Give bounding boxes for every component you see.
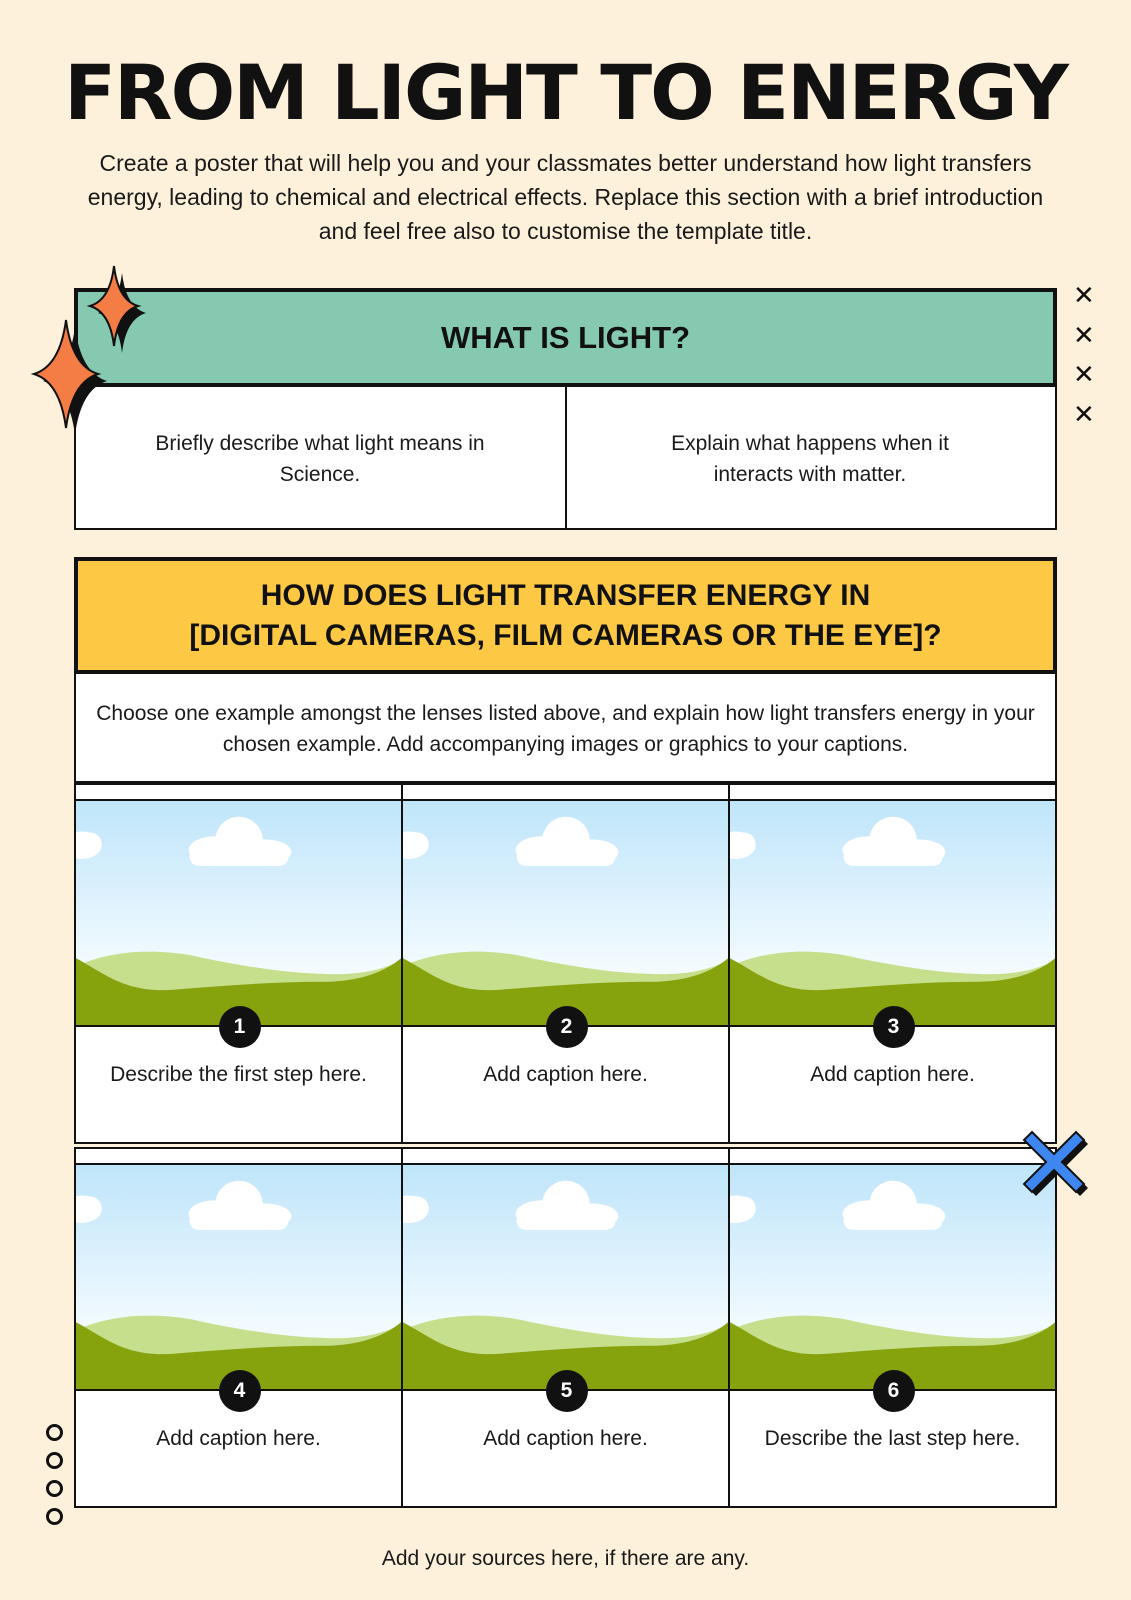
blue-x-icon [1022, 1130, 1088, 1196]
circle-icon [46, 1452, 63, 1469]
step-number-badge: 2 [545, 1006, 588, 1048]
image-placeholder[interactable] [730, 799, 1055, 1027]
x-mark-icon: ✕ [1073, 321, 1095, 351]
image-placeholder[interactable] [403, 1163, 728, 1391]
x-mark-icon: ✕ [1073, 400, 1095, 430]
what-is-light-left-text: Briefly describe what light means in Sci… [155, 431, 485, 486]
image-placeholder[interactable] [76, 799, 401, 1027]
page-title: FROM LIGHT TO ENERGY [64, 48, 1069, 137]
step-number-badge: 5 [545, 1370, 588, 1412]
step-number-badge: 4 [218, 1370, 261, 1412]
step-number-badge: 6 [872, 1370, 915, 1412]
circle-icon [46, 1508, 63, 1525]
step-caption: Add caption here. [483, 1063, 648, 1086]
step-caption: Add caption here. [483, 1427, 648, 1450]
image-placeholder[interactable] [76, 1163, 401, 1391]
image-placeholder[interactable] [403, 799, 728, 1027]
image-placeholder[interactable] [730, 1163, 1055, 1391]
section1-divider [565, 387, 567, 530]
circle-icon [46, 1424, 63, 1441]
circle-icon [46, 1480, 63, 1497]
sources-note: Add your sources here, if there are any. [381, 1547, 750, 1570]
step-caption: Describe the last step here. [764, 1427, 1021, 1450]
intro-text: Create a poster that will help you and y… [87, 150, 1044, 244]
sparkle-icon [30, 265, 146, 435]
step-number-badge: 1 [218, 1006, 261, 1048]
light-transfer-header: HOW DOES LIGHT TRANSFER ENERGY IN [DIGIT… [74, 557, 1057, 674]
step-caption: Describe the first step here. [110, 1063, 367, 1086]
what-is-light-header: WHAT IS LIGHT? [74, 288, 1057, 387]
step-caption: Add caption here. [156, 1427, 321, 1450]
step-number-badge: 3 [872, 1006, 915, 1048]
light-transfer-heading-line2: [DIGITAL CAMERAS, FILM CAMERAS OR THE EY… [189, 618, 942, 652]
what-is-light-heading: WHAT IS LIGHT? [440, 319, 691, 355]
x-mark-icon: ✕ [1073, 360, 1095, 390]
light-transfer-description: Choose one example amongst the lenses li… [96, 701, 1035, 756]
light-transfer-heading-line1: HOW DOES LIGHT TRANSFER ENERGY IN [260, 578, 871, 612]
step-caption: Add caption here. [810, 1063, 975, 1086]
what-is-light-right-text: Explain what happens when it interacts w… [671, 431, 949, 486]
x-mark-icon: ✕ [1073, 281, 1095, 311]
